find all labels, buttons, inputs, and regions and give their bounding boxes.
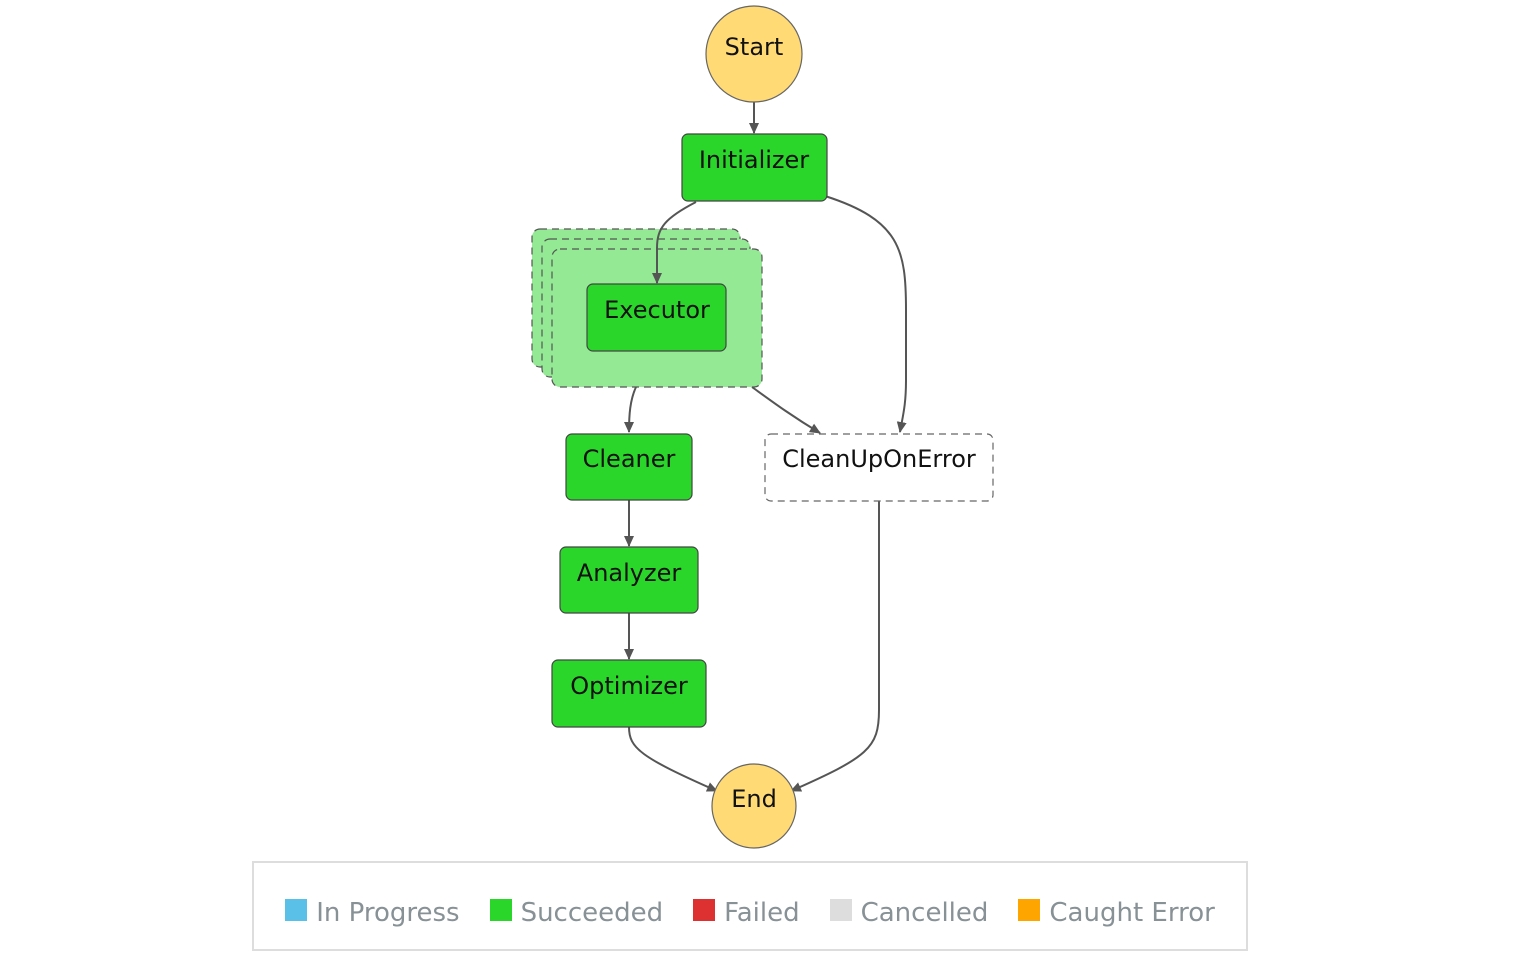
legend-label-succeeded: Succeeded (520, 898, 664, 928)
edges (624, 102, 907, 792)
edge-optimizer-end (628, 726, 718, 792)
optimizer-node[interactable]: Optimizer (551, 659, 707, 728)
edge-initializer-cleanup (824, 195, 907, 433)
legend-item-succeeded: Succeeded (489, 898, 664, 928)
legend-item-in-progress: In Progress (285, 898, 460, 928)
analyzer-label: Analyzer (577, 559, 682, 587)
start-label: Start (725, 33, 784, 61)
legend-item-cancelled: Cancelled (829, 898, 989, 928)
start-node[interactable]: Start (705, 5, 803, 103)
analyzer-node[interactable]: Analyzer (559, 546, 699, 614)
legend-swatch-in-progress (285, 899, 308, 921)
edge-map-cleanup (751, 386, 821, 434)
executor-node[interactable]: Executor (586, 283, 727, 352)
end-node[interactable]: End (711, 763, 797, 849)
legend-swatch-caught-error (1018, 899, 1041, 921)
state-machine-graph: Start Initializer Executor Cleaner Clean… (531, 5, 994, 849)
edge-map-cleaner (624, 386, 637, 433)
cleanup-on-error-node[interactable]: CleanUpOnError (764, 433, 994, 502)
cleaner-node[interactable]: Cleaner (565, 433, 693, 501)
legend-swatch-cancelled (829, 899, 852, 921)
legend-item-failed: Failed (693, 898, 800, 928)
initializer-label: Initializer (699, 146, 809, 174)
legend-label-in-progress: In Progress (316, 898, 460, 928)
legend-label-cancelled: Cancelled (860, 898, 989, 928)
legend-label-failed: Failed (724, 898, 800, 928)
status-legend: In Progress Succeeded Failed Cancelled C… (252, 861, 1248, 951)
end-label: End (731, 785, 777, 813)
cleaner-label: Cleaner (583, 445, 676, 473)
cleanup-on-error-label: CleanUpOnError (782, 445, 976, 473)
legend-swatch-failed (693, 899, 716, 921)
optimizer-label: Optimizer (570, 672, 688, 700)
legend-swatch-succeeded (489, 899, 512, 921)
edge-initializer-executor (652, 201, 697, 284)
legend-label-caught-error: Caught Error (1049, 898, 1215, 928)
executor-label: Executor (604, 296, 710, 324)
edge-cleanup-end (790, 501, 880, 792)
initializer-node[interactable]: Initializer (681, 133, 828, 202)
legend-item-caught-error: Caught Error (1018, 898, 1215, 928)
